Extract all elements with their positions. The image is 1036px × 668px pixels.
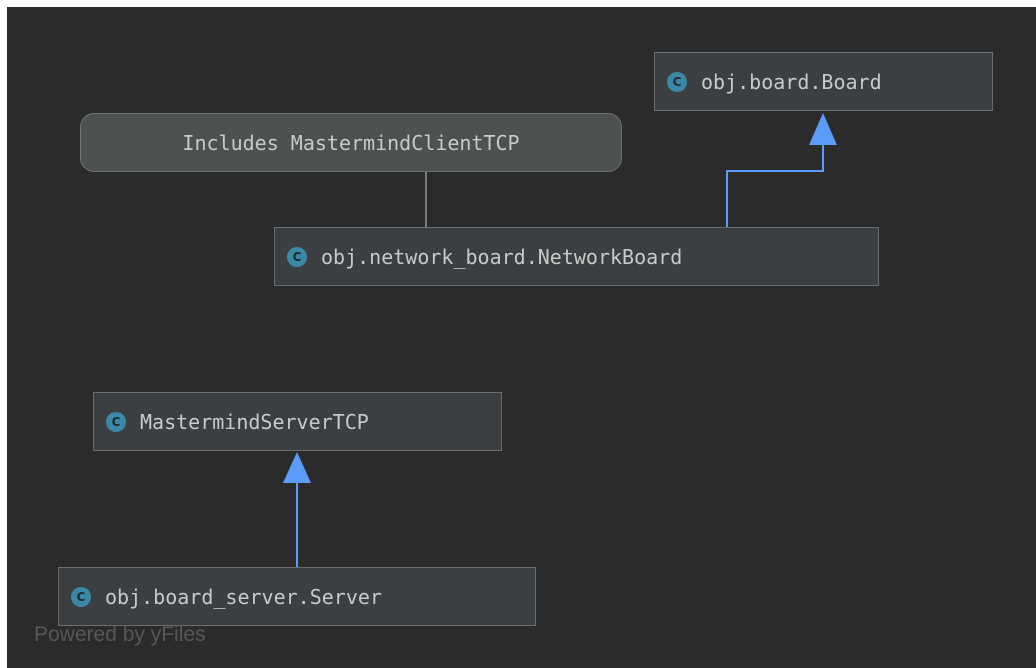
class-icon: C [287,246,307,267]
class-icon: C [667,71,687,92]
class-node-server-tcp[interactable]: C MastermindServerTCP [93,392,502,451]
inheritance-edge-networkboard-board [726,145,824,227]
class-label-network-board: obj.network_board.NetworkBoard [321,244,683,269]
diagram-edges [283,113,837,567]
class-node-network-board[interactable]: C obj.network_board.NetworkBoard [274,227,879,286]
class-label-server-tcp: MastermindServerTCP [140,409,369,434]
diagram-canvas: C obj.board.Board Includes MastermindCli… [7,7,1036,668]
inheritance-arrowhead-servertcp [283,452,311,483]
note-node[interactable]: Includes MastermindClientTCP [80,113,622,172]
class-icon: C [106,411,126,432]
inheritance-arrowhead-board [809,113,837,145]
class-label-board-server: obj.board_server.Server [105,584,382,609]
yfiles-watermark: Powered by yFiles [34,623,206,646]
class-icon: C [71,586,91,607]
class-node-board[interactable]: C obj.board.Board [654,52,993,111]
note-label: Includes MastermindClientTCP [182,130,520,155]
class-label-board: obj.board.Board [701,69,882,94]
class-node-board-server[interactable]: C obj.board_server.Server [58,567,536,626]
